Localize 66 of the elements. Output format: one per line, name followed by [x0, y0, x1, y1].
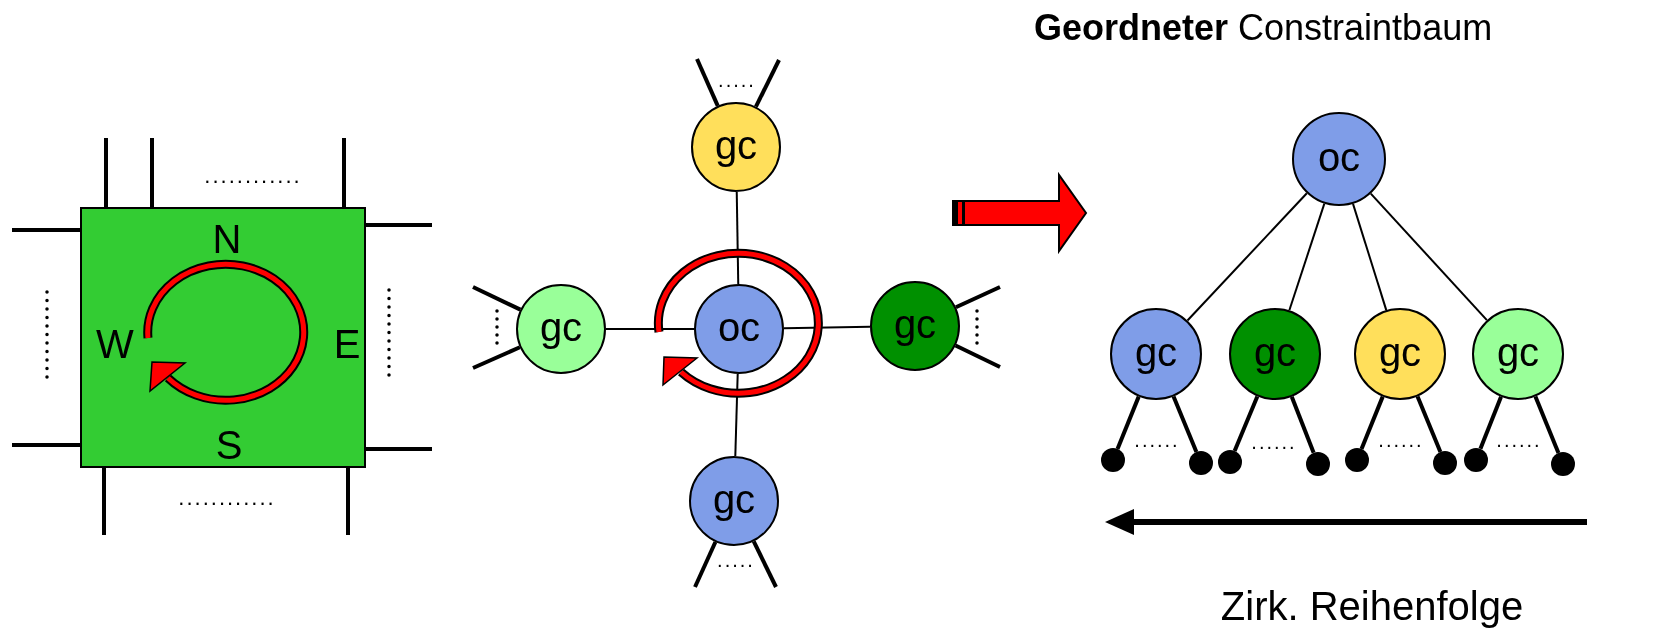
direction-letter: E — [333, 324, 361, 364]
caption-text: Zirk. Reihenfolge — [1220, 586, 1524, 626]
diagram-title: Geordneter Constraintbaum — [1034, 10, 1493, 46]
connector-line — [1533, 395, 1561, 454]
leaf-dot — [1464, 448, 1488, 472]
ellipsis-dots: ...... — [1251, 432, 1297, 452]
ellipsis-dots: ............ — [204, 165, 302, 187]
connector-line — [954, 343, 1001, 369]
connector-line — [150, 138, 154, 207]
connector-line — [783, 325, 871, 330]
ellipsis-dots: ..... — [718, 70, 756, 90]
connector-line — [472, 285, 522, 312]
connector-line — [1352, 202, 1388, 312]
leaf-dot — [1345, 448, 1369, 472]
direction-letter: N — [212, 219, 242, 259]
constraint-node: gc — [1229, 308, 1321, 400]
connector-line — [366, 447, 432, 451]
constraint-node: oc — [1292, 112, 1386, 206]
connector-line — [12, 443, 80, 447]
connector-line — [1415, 395, 1443, 453]
connector-line — [12, 228, 80, 232]
ellipsis-dots: ...... — [1378, 430, 1424, 450]
constraint-node: oc — [694, 284, 784, 374]
connector-line — [1359, 395, 1385, 450]
constraint-node: gc — [691, 102, 781, 192]
constraint-node: gc — [689, 456, 779, 546]
connector-line — [366, 223, 432, 227]
connector-line — [1369, 192, 1488, 322]
constraint-node: gc — [1110, 308, 1202, 400]
direction-letter: S — [215, 425, 243, 465]
connector-line — [1288, 202, 1326, 312]
connector-line — [1289, 396, 1316, 454]
ellipsis-dots: ..... — [717, 550, 755, 570]
connector-line — [605, 328, 695, 330]
connector-line — [751, 540, 778, 588]
cell-square — [80, 207, 366, 468]
connector-line — [1186, 192, 1308, 322]
connector-line — [695, 58, 720, 107]
connector-line — [1478, 396, 1503, 450]
connector-line — [102, 468, 106, 535]
leaf-dot — [1218, 450, 1242, 474]
ellipsis-dots: ............ — [178, 487, 276, 509]
connector-line — [342, 138, 346, 207]
direction-letter: W — [96, 324, 134, 364]
leaf-dot — [1306, 452, 1330, 476]
constraint-node: gc — [870, 281, 960, 371]
leaf-dot — [1433, 451, 1457, 475]
connector-line — [104, 138, 108, 207]
ellipsis-dots: ...... — [1134, 430, 1180, 450]
connector-line — [1171, 395, 1199, 453]
leaf-dot — [1101, 448, 1125, 472]
connector-line — [1115, 395, 1141, 450]
constraint-node: gc — [1354, 308, 1446, 400]
connector-line — [734, 373, 739, 457]
connector-line — [346, 468, 350, 535]
connector-line — [955, 285, 1001, 310]
connector-line — [472, 345, 521, 370]
leaf-dot — [1551, 452, 1575, 476]
connector-line — [1232, 395, 1260, 452]
constraint-node: gc — [1472, 308, 1564, 400]
leaf-dot — [1189, 451, 1213, 475]
constraint-node: gc — [516, 284, 606, 374]
connector-line — [735, 191, 740, 285]
connector-line — [754, 59, 781, 108]
ellipsis-dots: ...... — [1496, 430, 1542, 450]
connector-line — [693, 541, 718, 588]
